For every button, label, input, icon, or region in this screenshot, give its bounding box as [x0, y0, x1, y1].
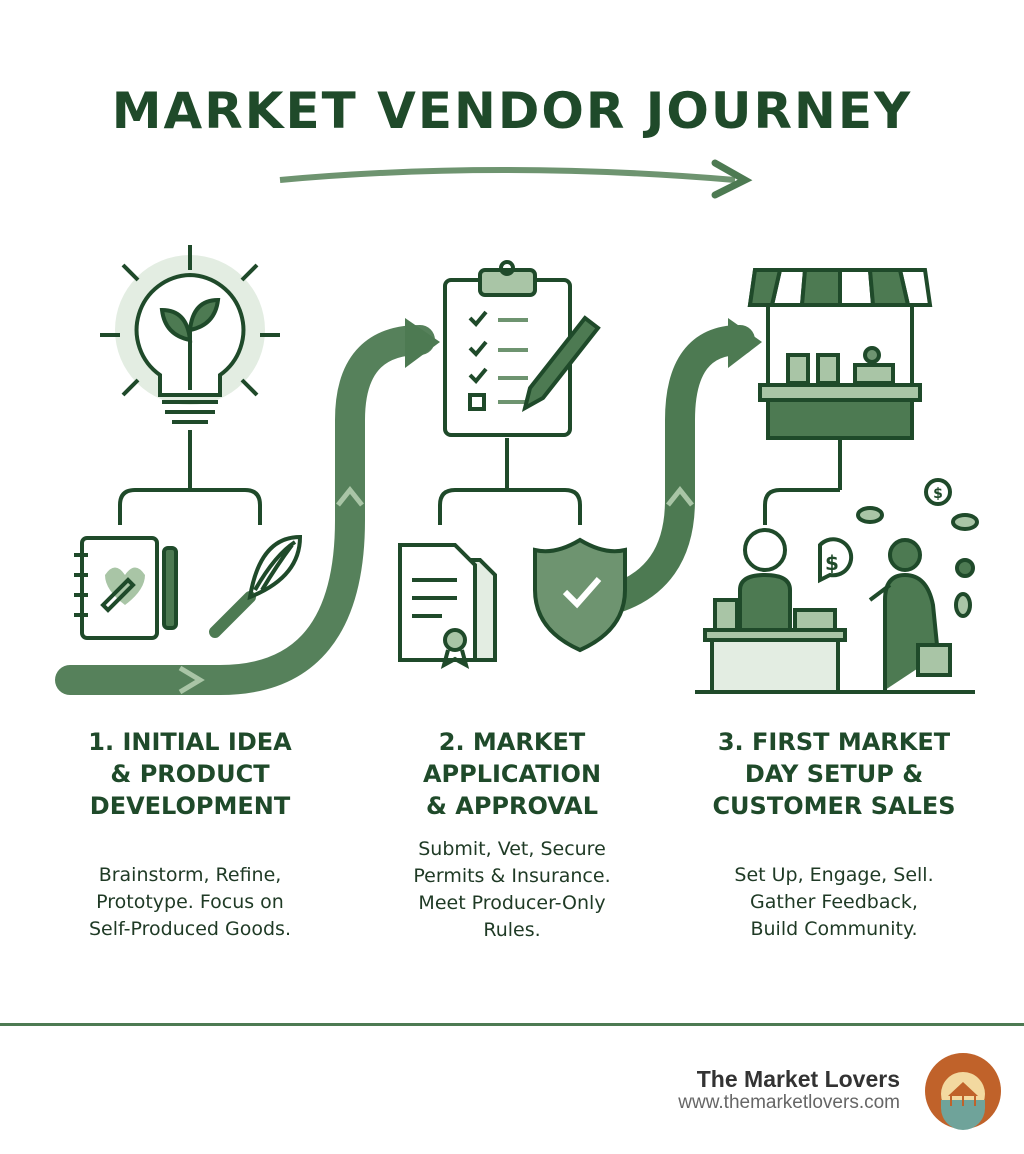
top-arrow-icon [279, 159, 753, 199]
certificate-document-icon [398, 543, 497, 669]
page-title: MARKET VENDOR JOURNEY [111, 82, 913, 140]
svg-text:$: $ [933, 486, 943, 502]
flow-arrow-1-icon [55, 325, 435, 695]
vendor-customer-sale-icon [695, 478, 979, 694]
journey-illustration: $ $ [55, 159, 979, 695]
lightbulb-plant-icon [100, 245, 280, 525]
whisk-icon [209, 534, 303, 638]
brand-url[interactable]: www.themarketlovers.com [678, 1092, 900, 1113]
svg-text:$: $ [825, 551, 839, 575]
arrowhead-icon [405, 318, 440, 368]
market-lovers-logo-icon [925, 1053, 1001, 1130]
footer-divider [0, 1023, 1024, 1026]
notebook-pen-icon [74, 536, 178, 640]
clipboard-checklist-icon [438, 260, 601, 525]
flow-arrow-2-icon [595, 325, 755, 615]
brand-name: The Market Lovers [696, 1066, 900, 1092]
step-3-body: Set Up, Engage, Sell.Gather Feedback,Bui… [734, 864, 934, 940]
shield-check-icon [533, 537, 627, 653]
footer-brand: The Market Lovers www.themarketlovers.co… [678, 1066, 900, 1114]
market-stall-icon [747, 268, 933, 525]
